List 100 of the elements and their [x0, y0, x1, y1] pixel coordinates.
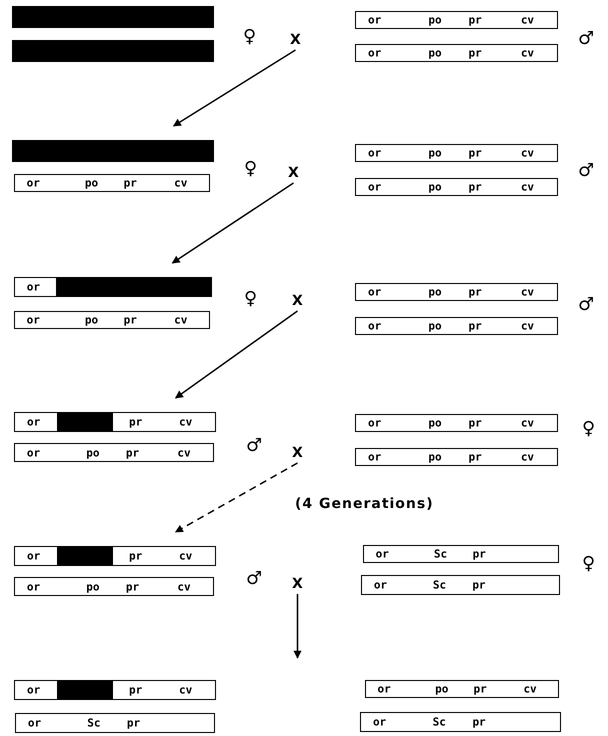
sex-symbol: ♂ — [246, 570, 262, 588]
gene-label: po — [428, 148, 442, 158]
gene-label: pr — [468, 320, 482, 332]
gene-label: pr — [468, 148, 482, 158]
gene-label: cv — [520, 14, 534, 26]
chromosome-bar — [355, 317, 558, 335]
gene-label: pr — [129, 684, 142, 696]
chromosome-bar — [14, 546, 216, 566]
gene-label: cv — [174, 314, 188, 326]
gene-label: Sc — [432, 716, 446, 728]
arrow — [174, 310, 298, 399]
gene-label: cv — [179, 684, 192, 696]
gene-label: or — [368, 452, 382, 462]
chromosome-bar — [12, 40, 214, 62]
cross-symbol: X — [292, 446, 303, 460]
gene-label: cv — [177, 447, 191, 458]
chromosome-bar — [14, 277, 212, 297]
gene-label: or — [27, 550, 40, 562]
gene-label: po — [435, 684, 448, 694]
gene-label: pr — [126, 447, 140, 458]
sex-symbol: ♀ — [582, 420, 596, 438]
arrow — [172, 182, 294, 264]
chromosome-bar — [14, 412, 216, 432]
sex-symbol: ♀ — [582, 555, 596, 573]
sex-symbol: ♀ — [243, 28, 256, 46]
gene-label: or — [28, 718, 42, 728]
gene-label: or — [27, 416, 40, 428]
gene-label: pr — [468, 48, 482, 58]
sex-symbol: ♂ — [578, 162, 594, 180]
gene-label: cv — [520, 48, 534, 58]
gene-label: po — [428, 286, 442, 298]
gene-label: cv — [523, 684, 537, 694]
gene-label: pr — [472, 580, 486, 590]
chromosome-bar — [355, 144, 558, 162]
gene-label: or — [26, 178, 40, 188]
cross-symbol: X — [292, 294, 303, 308]
gene-label: po — [86, 581, 100, 592]
chromosome-bar — [355, 44, 558, 62]
gene-label: pr — [474, 684, 487, 694]
chromosome-bar — [360, 712, 561, 732]
gene-label: or — [368, 182, 382, 192]
gene-label: or — [26, 581, 40, 592]
chromosome-bar — [14, 680, 216, 700]
gene-label: cv — [179, 416, 192, 428]
gene-label: or — [376, 548, 389, 560]
sex-symbol: ♂ — [578, 296, 594, 314]
gene-label: po — [428, 418, 442, 428]
gene-label: cv — [179, 550, 192, 562]
chromosome-bar — [363, 545, 559, 563]
gene-label: pr — [126, 718, 140, 728]
gene-label: or — [27, 684, 40, 696]
gene-label: po — [428, 48, 442, 58]
gene-label: Sc — [434, 548, 448, 560]
arrow — [174, 462, 298, 533]
chromosome-bar — [355, 414, 558, 432]
gene-label: or — [368, 14, 382, 26]
gene-label: pr — [468, 452, 482, 462]
sex-symbol: ♀ — [244, 290, 258, 308]
gene-label: or — [374, 580, 388, 590]
gene-label: or — [372, 716, 386, 728]
gene-label: cv — [174, 178, 188, 188]
gene-label: pr — [472, 716, 486, 728]
chromosome-bar — [355, 11, 558, 29]
gene-label: or — [26, 314, 40, 326]
sex-symbol: ♂ — [246, 437, 262, 455]
gene-label: po — [84, 314, 98, 326]
gene-label: or — [368, 48, 382, 58]
gene-label: pr — [472, 548, 486, 560]
chromosome-bar — [355, 448, 558, 466]
gene-label: pr — [468, 418, 482, 428]
gene-label: or — [26, 447, 40, 458]
gene-label: or — [26, 282, 40, 292]
arrow — [294, 594, 302, 659]
cross-symbol: X — [292, 577, 303, 591]
chromosome-bar — [361, 575, 560, 595]
gene-label: pr — [124, 178, 137, 188]
gene-label: or — [368, 320, 382, 332]
gene-label: po — [428, 452, 442, 462]
gene-label: cv — [520, 452, 534, 462]
gene-label: cv — [520, 286, 534, 298]
chromosome-bar — [14, 174, 210, 192]
gene-label: pr — [468, 182, 482, 192]
gene-label: po — [428, 182, 442, 192]
gene-label: or — [368, 148, 382, 158]
gene-label: cv — [520, 320, 534, 332]
cross-symbol: X — [288, 166, 299, 180]
sex-symbol: ♀ — [244, 160, 258, 178]
chromosome-bar — [355, 178, 558, 196]
sex-symbol: ♂ — [578, 30, 594, 48]
gene-label: po — [86, 447, 100, 458]
gene-label: po — [84, 178, 98, 188]
gene-label: cv — [177, 581, 191, 592]
gene-label: cv — [520, 418, 534, 428]
chromosome-bar — [14, 443, 214, 462]
gene-label: or — [368, 418, 382, 428]
gene-label: pr — [129, 550, 142, 562]
gene-label: pr — [468, 14, 482, 26]
gene-label: pr — [124, 314, 137, 326]
gene-label: po — [428, 320, 442, 332]
gene-label: or — [368, 286, 382, 298]
